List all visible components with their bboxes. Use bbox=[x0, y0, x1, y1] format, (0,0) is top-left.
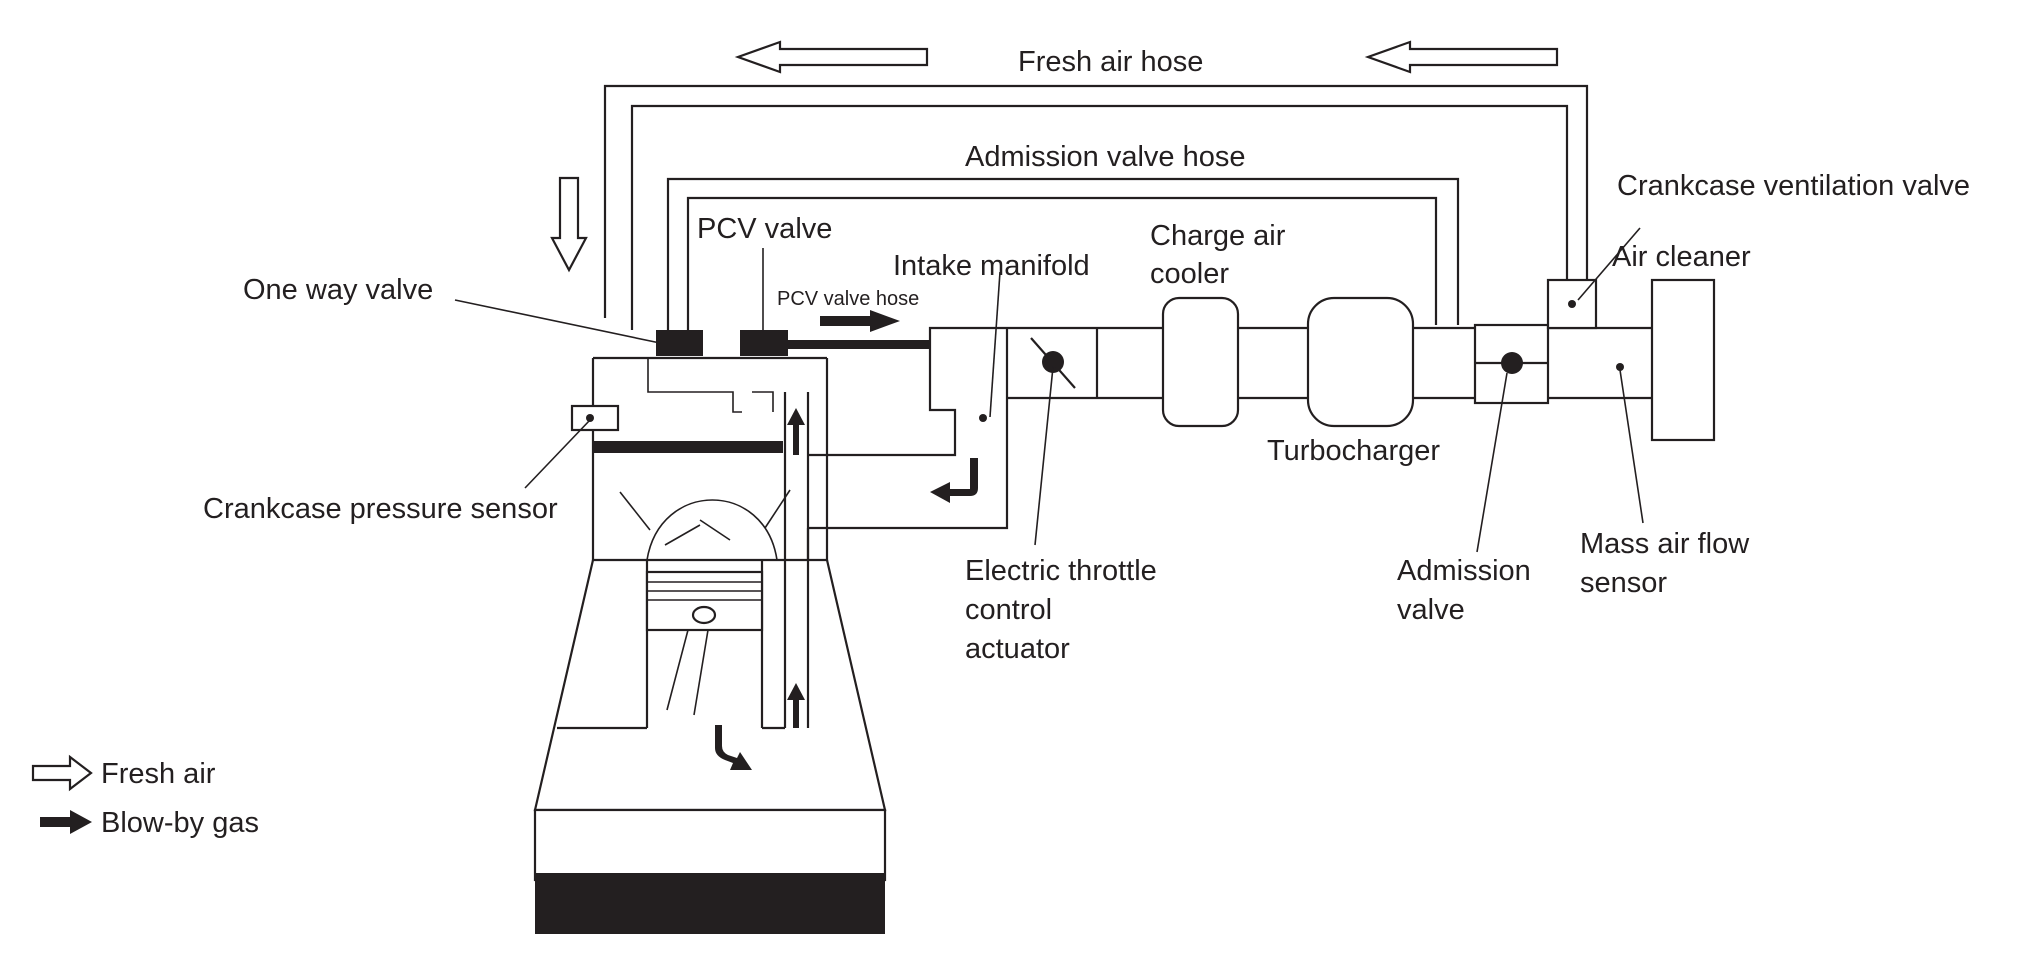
label-admission-valve-line-2: valve bbox=[1397, 594, 1465, 626]
label-etc-line-3: actuator bbox=[965, 633, 1070, 665]
leader-lines bbox=[454, 227, 1644, 553]
label-mass-air-flow-sensor: Mass air flow sensor bbox=[1580, 528, 1757, 599]
pcv-valve bbox=[740, 330, 788, 356]
label-charge-air-cooler-line-1: Charge air bbox=[1150, 220, 1286, 252]
label-charge-air-cooler-line-2: cooler bbox=[1150, 258, 1229, 290]
pcv-valve-hose bbox=[788, 340, 930, 349]
label-air-cleaner: Air cleaner bbox=[1612, 241, 1751, 273]
label-crankcase-pressure-sensor: Crankcase pressure sensor bbox=[203, 493, 558, 525]
blow-by-arrows bbox=[715, 310, 978, 770]
admission-valve bbox=[1473, 323, 1550, 405]
label-intake-manifold: Intake manifold bbox=[893, 250, 1090, 282]
intake-manifold-dot bbox=[979, 414, 987, 422]
label-admission-valve-line-1: Admission bbox=[1397, 555, 1531, 587]
label-admission-valve: Admission valve bbox=[1397, 555, 1539, 626]
label-maf-line-2: sensor bbox=[1580, 567, 1667, 599]
label-maf-line-1: Mass air flow bbox=[1580, 528, 1750, 560]
mass-air-flow-sensor-dot bbox=[1616, 363, 1624, 371]
label-etc-line-1: Electric throttle bbox=[965, 555, 1157, 587]
label-pcv-valve-hose: PCV valve hose bbox=[777, 288, 919, 310]
legend-blow-by-gas-icon bbox=[40, 810, 92, 834]
air-cleaner bbox=[1650, 278, 1716, 442]
fresh-air-hose-arrow-right bbox=[1364, 40, 1559, 74]
fresh-air-hose-arrow-left bbox=[734, 40, 929, 74]
engine-block bbox=[533, 356, 887, 934]
one-way-valve bbox=[656, 330, 703, 356]
charge-air-cooler bbox=[1161, 296, 1240, 428]
label-charge-air-cooler: Charge air cooler bbox=[1150, 220, 1293, 290]
legend-fresh-air-icon bbox=[31, 754, 93, 792]
legend: Fresh air Blow-by gas bbox=[31, 754, 259, 839]
fresh-air-down-arrow bbox=[550, 176, 588, 273]
label-turbocharger: Turbocharger bbox=[1267, 435, 1440, 467]
label-fresh-air-hose: Fresh air hose bbox=[1018, 46, 1203, 78]
turbocharger bbox=[1306, 296, 1415, 428]
label-electric-throttle-control-actuator: Electric throttle control actuator bbox=[965, 555, 1165, 665]
label-crankcase-ventilation-valve: Crankcase ventilation valve bbox=[1617, 170, 1970, 202]
crankcase-pressure-sensor bbox=[570, 404, 620, 432]
intake-manifold bbox=[835, 326, 1007, 457]
legend-blow-by-gas-label: Blow-by gas bbox=[101, 807, 259, 839]
fresh-air-hose bbox=[603, 84, 1589, 330]
label-one-way-valve: One way valve bbox=[243, 274, 433, 306]
label-pcv-valve: PCV valve bbox=[697, 213, 832, 245]
legend-fresh-air-label: Fresh air bbox=[101, 758, 216, 790]
label-etc-line-2: control bbox=[965, 594, 1052, 626]
electric-throttle-body bbox=[1030, 337, 1076, 389]
admission-valve-hose bbox=[666, 177, 1460, 330]
label-admission-valve-hose: Admission valve hose bbox=[965, 141, 1245, 173]
